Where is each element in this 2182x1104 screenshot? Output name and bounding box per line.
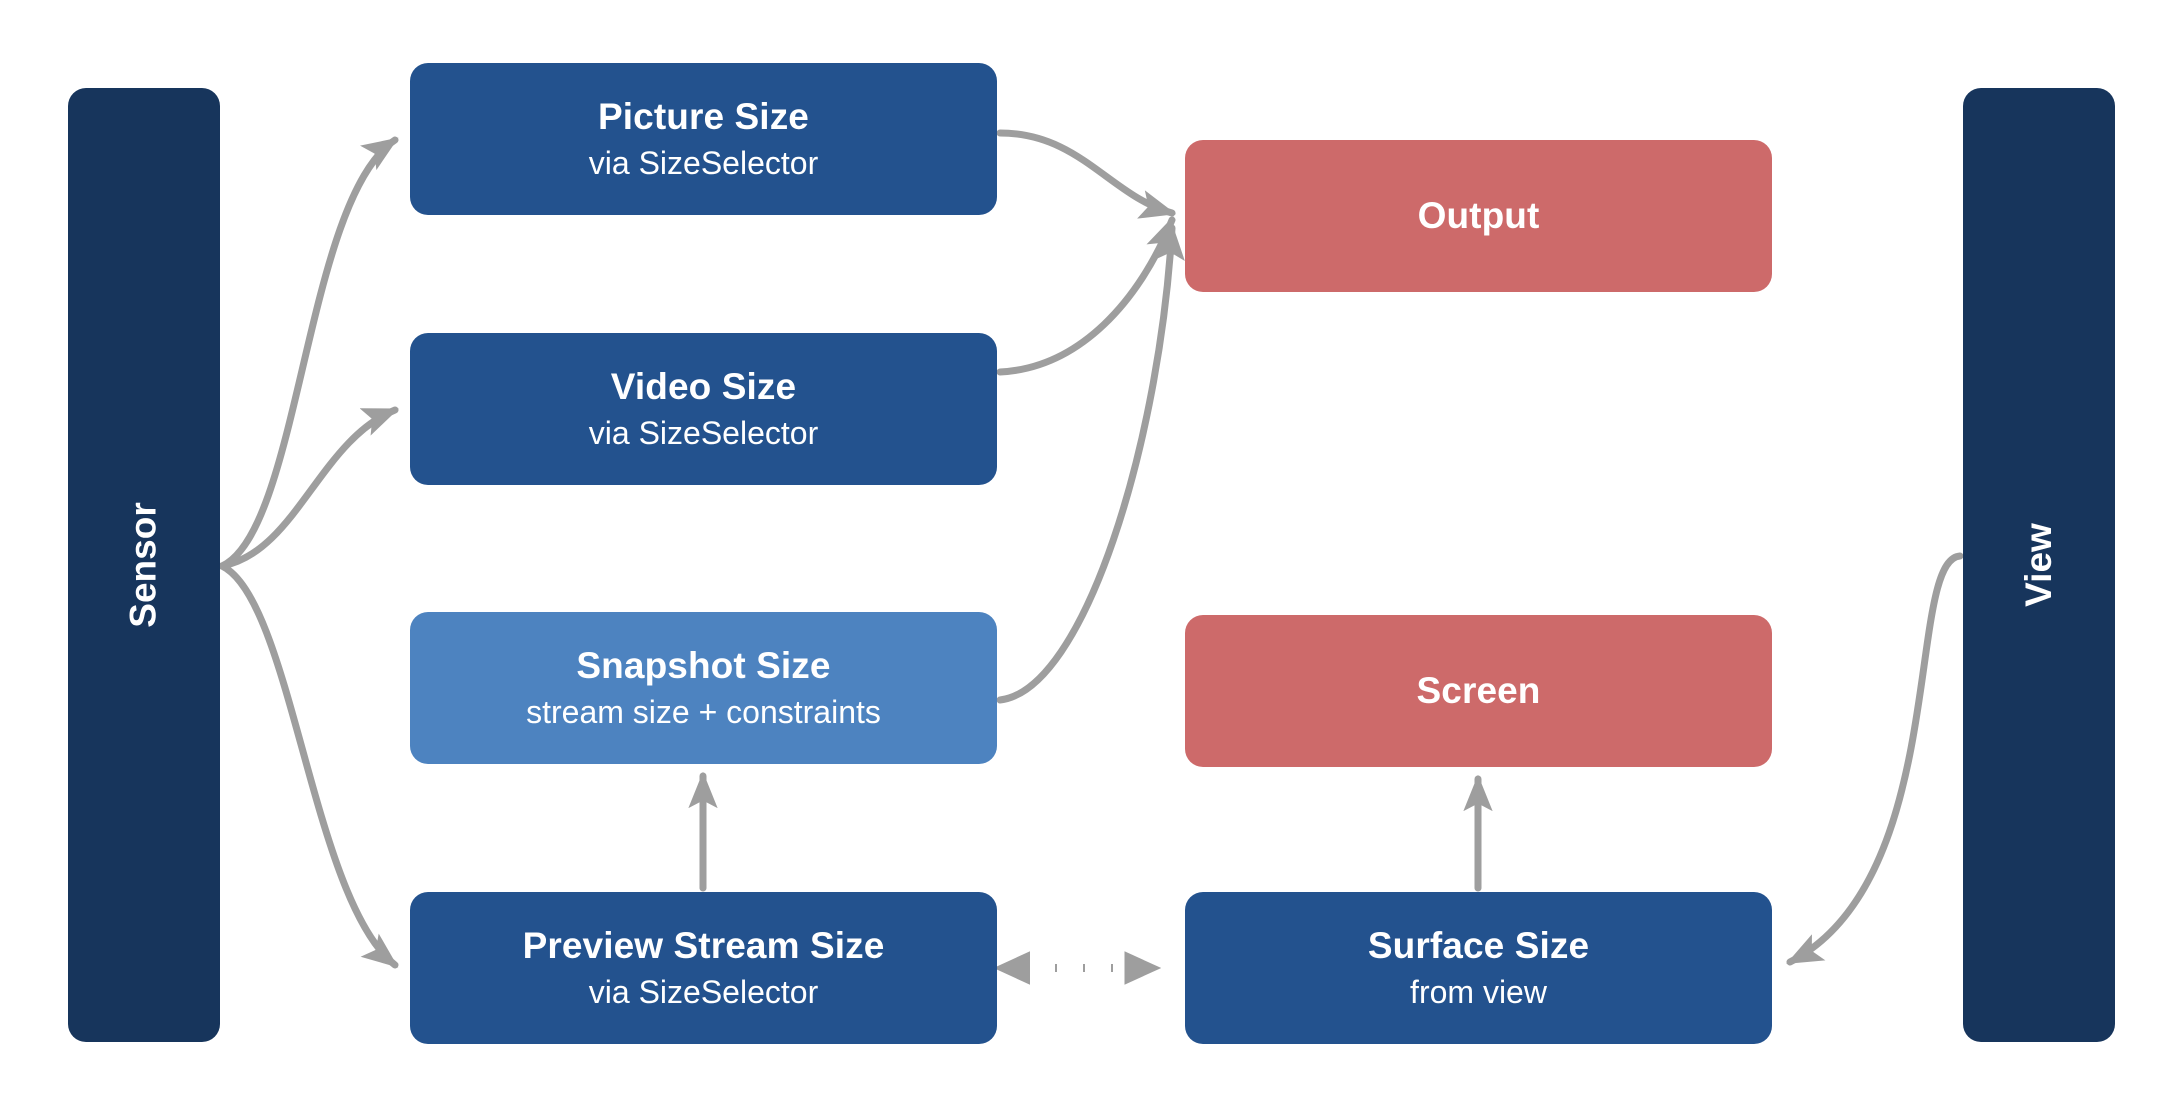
node-preview-stream-size-title: Preview Stream Size — [522, 925, 885, 967]
edge-sensor-to-video — [218, 406, 399, 570]
node-snapshot-size-title: Snapshot Size — [576, 645, 831, 687]
lane-view[interactable]: View — [1963, 88, 2115, 1042]
edge-picture-to-output — [996, 129, 1177, 219]
node-output[interactable]: Output — [1185, 140, 1772, 292]
edge-video-to-output — [996, 216, 1176, 376]
edge-view-to-surface — [1786, 552, 1964, 966]
node-surface-size[interactable]: Surface Size from view — [1185, 892, 1772, 1044]
node-video-size-title: Video Size — [610, 366, 797, 408]
node-picture-size-title: Picture Size — [598, 96, 809, 138]
lane-view-label: View — [2018, 523, 2059, 607]
node-surface-size-title: Surface Size — [1367, 925, 1590, 967]
node-picture-size-subtitle: via SizeSelector — [588, 144, 819, 181]
node-screen-title: Screen — [1416, 670, 1541, 712]
node-video-size-subtitle: via SizeSelector — [588, 414, 819, 451]
edge-snapshot-to-output — [996, 223, 1185, 704]
node-preview-stream-size[interactable]: Preview Stream Size via SizeSelector — [410, 892, 997, 1044]
edge-sensor-to-picture — [218, 136, 399, 570]
node-output-title: Output — [1417, 195, 1540, 237]
node-snapshot-size-subtitle: stream size + constraints — [526, 693, 881, 730]
lane-sensor-label: Sensor — [123, 502, 164, 628]
node-video-size[interactable]: Video Size via SizeSelector — [410, 333, 997, 485]
lane-sensor[interactable]: Sensor — [68, 88, 220, 1042]
node-screen[interactable]: Screen — [1185, 615, 1772, 767]
edge-sensor-to-preview — [218, 562, 399, 969]
node-surface-size-subtitle: from view — [1410, 973, 1547, 1010]
node-preview-stream-size-subtitle: via SizeSelector — [588, 973, 819, 1010]
node-snapshot-size[interactable]: Snapshot Size stream size + constraints — [410, 612, 997, 764]
node-picture-size[interactable]: Picture Size via SizeSelector — [410, 63, 997, 215]
